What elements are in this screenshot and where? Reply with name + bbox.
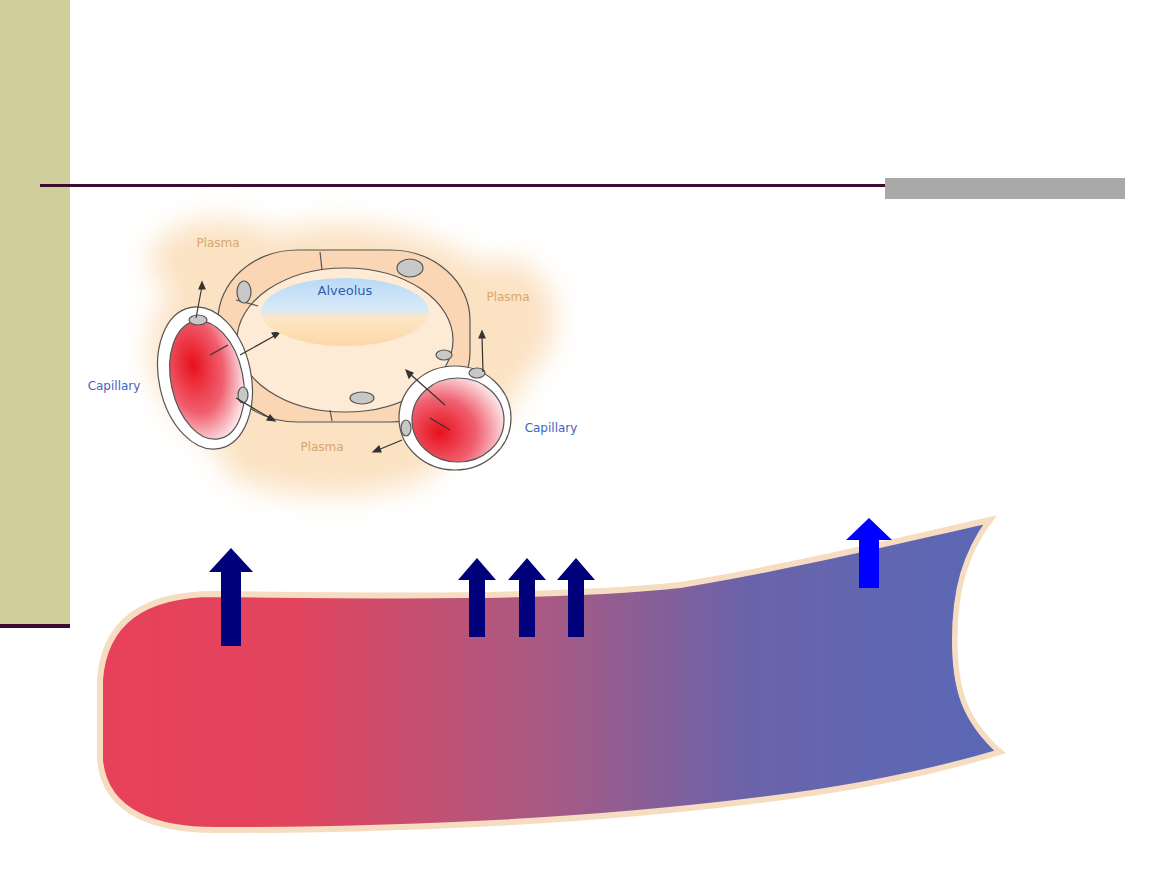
plasma-label: Plasma: [196, 236, 239, 250]
grey-bar: [885, 178, 1125, 199]
capillary-left: [145, 298, 265, 458]
alveolus-label: Alveolus: [318, 283, 373, 298]
flux-arrows: [209, 518, 892, 646]
plasma-label: Plasma: [300, 440, 343, 454]
plasma-label: Plasma: [486, 290, 529, 304]
capillary-right: [399, 366, 511, 470]
sidebar-rule: [0, 624, 70, 628]
plasma-cloud: [150, 220, 555, 495]
capillary-label: Capillary: [525, 421, 578, 435]
capillary-label: Capillary: [88, 379, 141, 393]
sidebar: [0, 0, 70, 625]
alveolus-lumen: Alveolus: [260, 277, 430, 347]
